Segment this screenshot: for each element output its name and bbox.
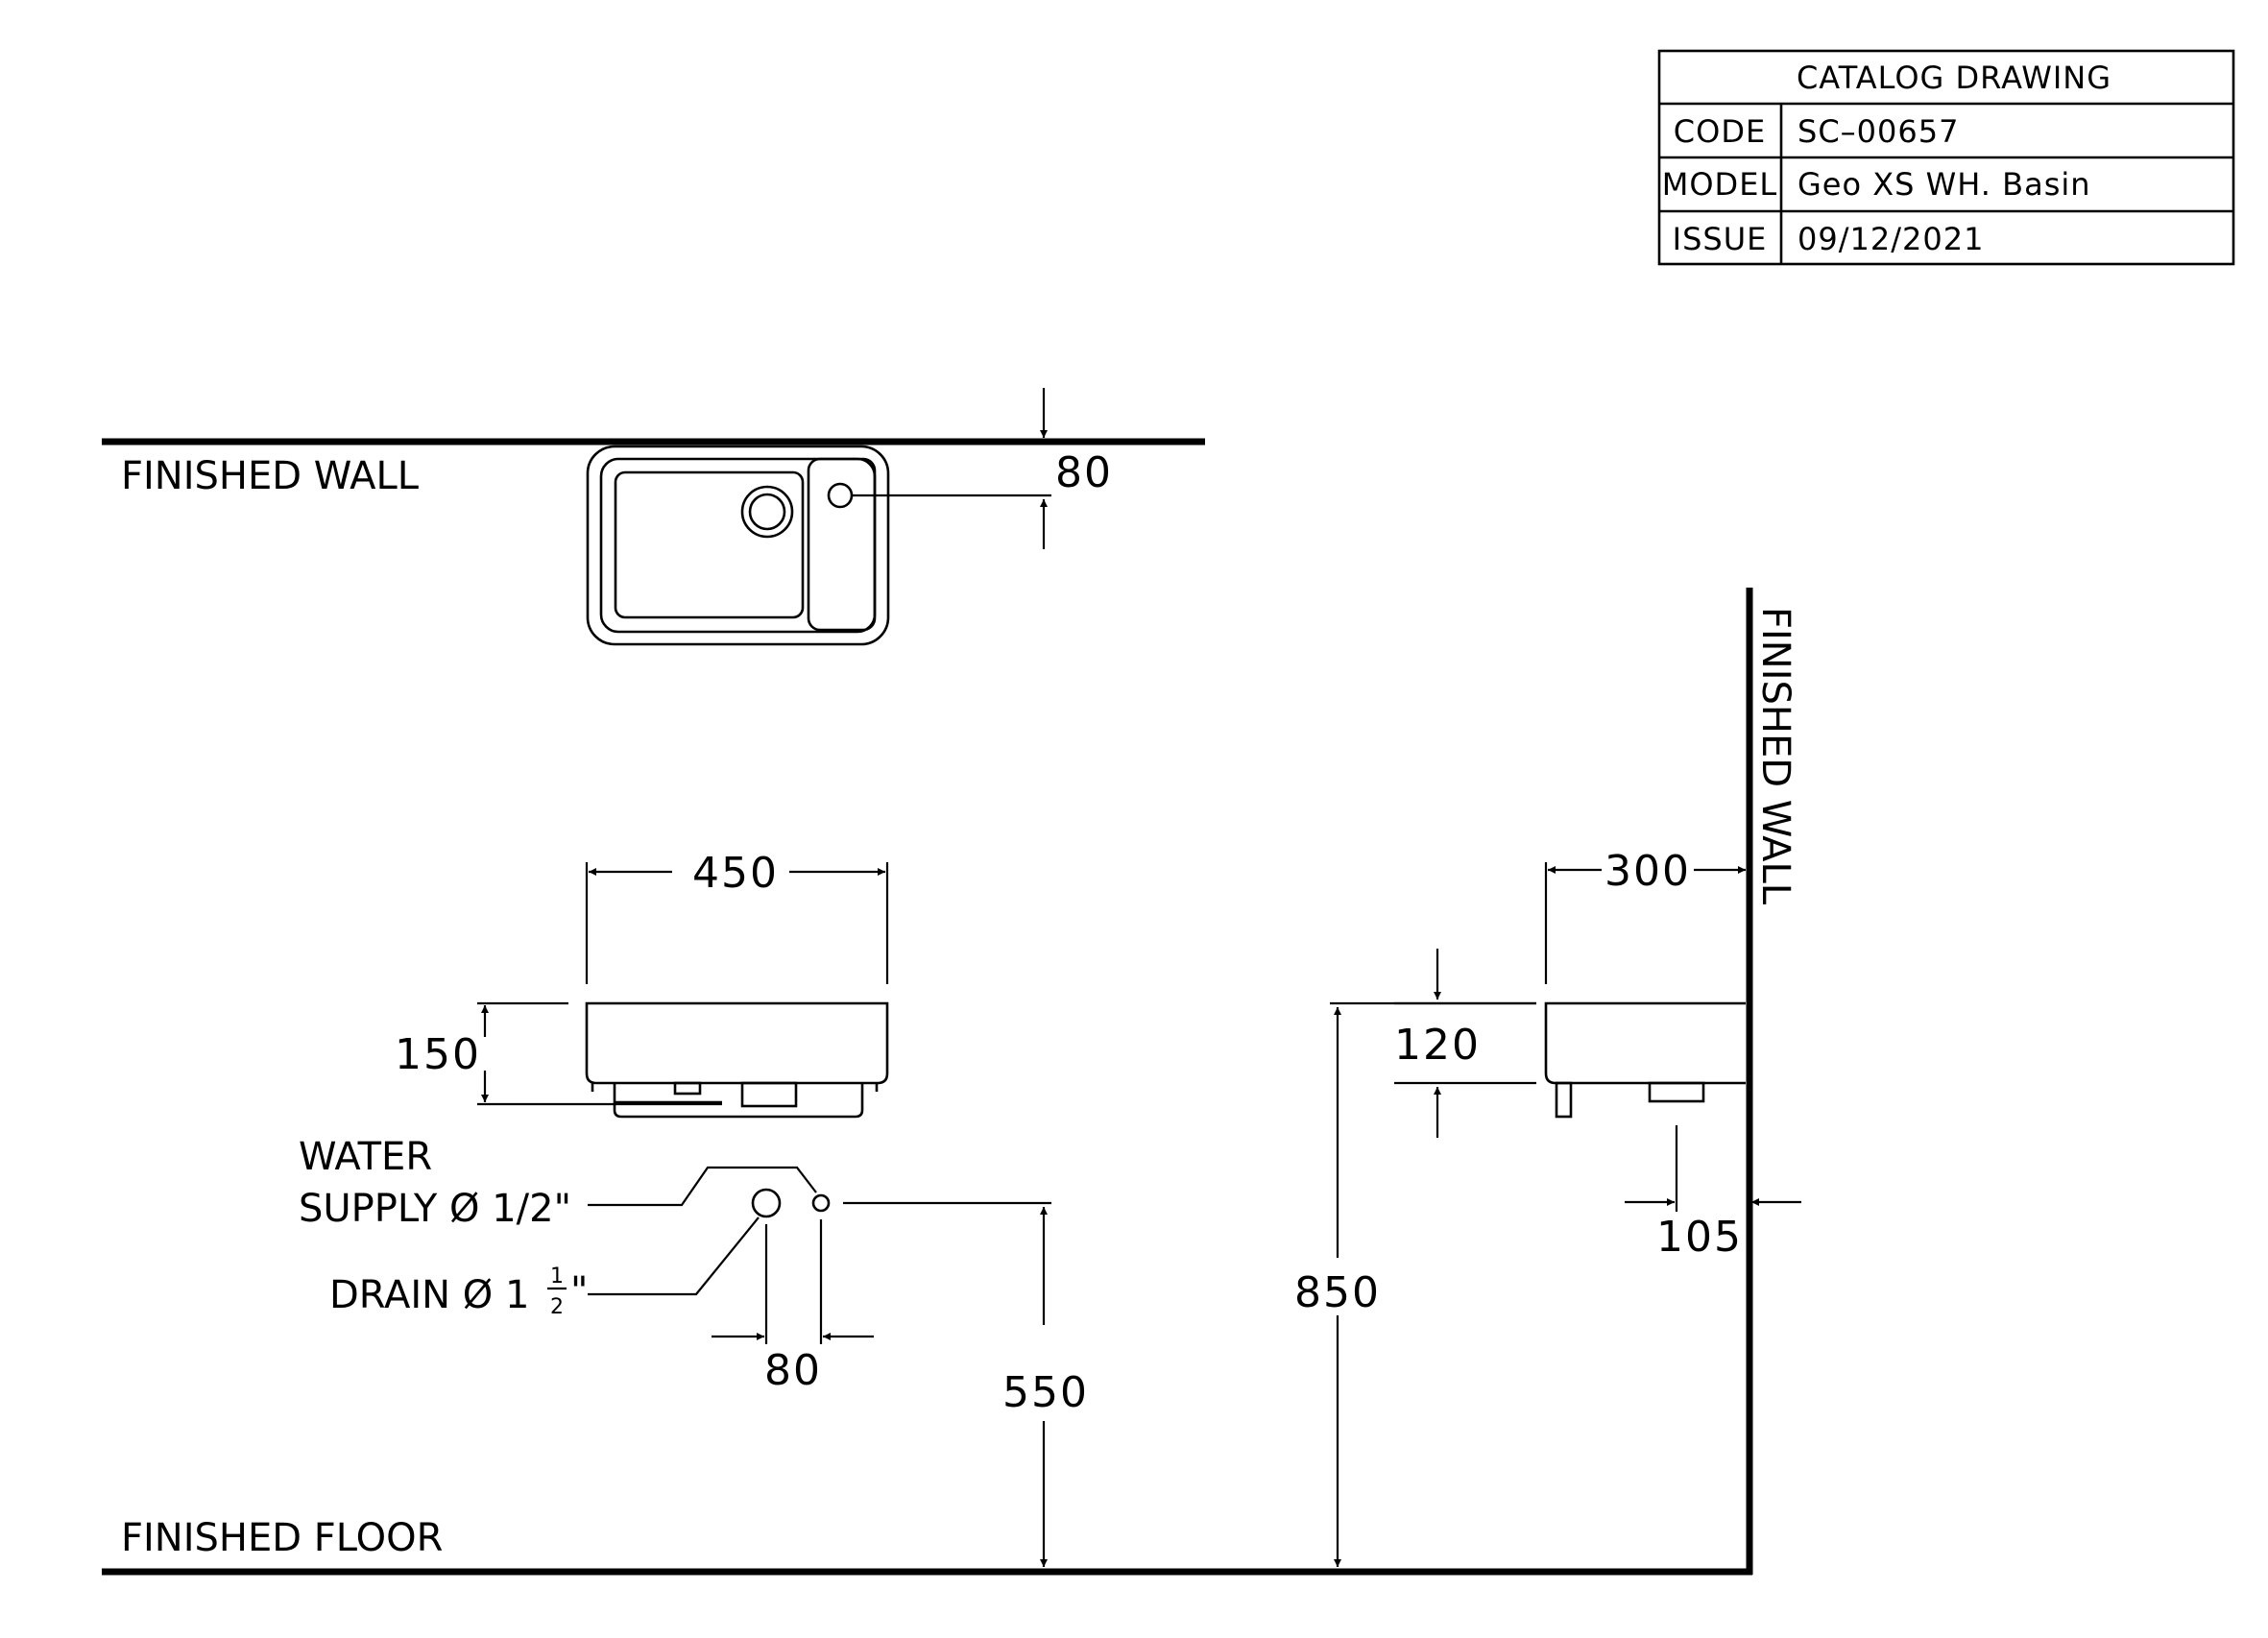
tap-hole-icon [827, 482, 854, 509]
title-block-code-value: SC–00657 [1798, 113, 1959, 150]
dimension-300: 300 [1604, 847, 1691, 896]
title-block-heading: CATALOG DRAWING [1797, 60, 2111, 96]
drain-fraction-numerator: 1 [550, 1265, 564, 1289]
drain-quote: " [570, 1269, 588, 1313]
title-block: CATALOG DRAWING CODE SC–00657 MODEL Geo … [1657, 49, 2235, 266]
finished-wall-label-side: FINISHED WALL [1753, 607, 1798, 905]
basin-front-body [585, 1001, 889, 1085]
waste-outlet [740, 1081, 798, 1108]
title-block-issue-value: 09/12/2021 [1798, 221, 1984, 257]
basin-side-outlet [1648, 1081, 1705, 1103]
water-supply-label-line1: WATER [299, 1135, 432, 1179]
dimension-105: 105 [1656, 1213, 1743, 1262]
title-block-model-label: MODEL [1662, 166, 1777, 203]
drain-fraction-denominator: 2 [550, 1295, 564, 1319]
water-supply-label-line2: SUPPLY Ø 1/2" [299, 1187, 571, 1231]
basin-bowl [614, 470, 805, 619]
title-block-model-value: Geo XS WH. Basin [1798, 166, 2091, 203]
dimension-80-plan: 80 [1055, 448, 1113, 497]
water-supply-leader [588, 1166, 817, 1207]
dimension-120: 120 [1394, 1021, 1481, 1070]
dimension-150: 150 [395, 1030, 481, 1079]
water-supply-icon [811, 1193, 831, 1213]
connection-view: WATER SUPPLY Ø 1/2" DRAIN Ø 1 1 2 " 80 5… [299, 1135, 1089, 1567]
side-view: FINISHED WALL 300 120 105 [1394, 588, 1801, 1575]
drain-inner-icon [748, 493, 786, 531]
basin-side-support [1555, 1081, 1573, 1119]
finished-floor-label: FINISHED FLOOR [121, 1516, 443, 1560]
overflow-icon [673, 1081, 702, 1096]
drain-outlet-icon [751, 1188, 782, 1218]
tap-deck [807, 457, 877, 632]
basin-plan-outer [586, 445, 890, 646]
plan-view: FINISHED WALL 80 [102, 388, 1205, 646]
title-block-code-label: CODE [1674, 113, 1766, 150]
front-view: 450 150 [395, 849, 889, 1119]
title-block-issue-label: ISSUE [1673, 221, 1768, 257]
drain-label: DRAIN Ø 1 [329, 1273, 529, 1317]
dimension-450: 450 [692, 849, 779, 898]
rim-height-dimension: 850 [1294, 1001, 1536, 1567]
dimension-80-outlets: 80 [764, 1346, 822, 1395]
dimension-850: 850 [1294, 1268, 1381, 1317]
drain-outer-icon [740, 485, 794, 539]
basin-front-bottom [613, 1083, 864, 1119]
drain-leader [588, 1216, 760, 1296]
dimension-550: 550 [1002, 1368, 1089, 1417]
basin-side-body [1544, 1001, 1746, 1085]
finished-wall-label-top: FINISHED WALL [121, 454, 420, 498]
